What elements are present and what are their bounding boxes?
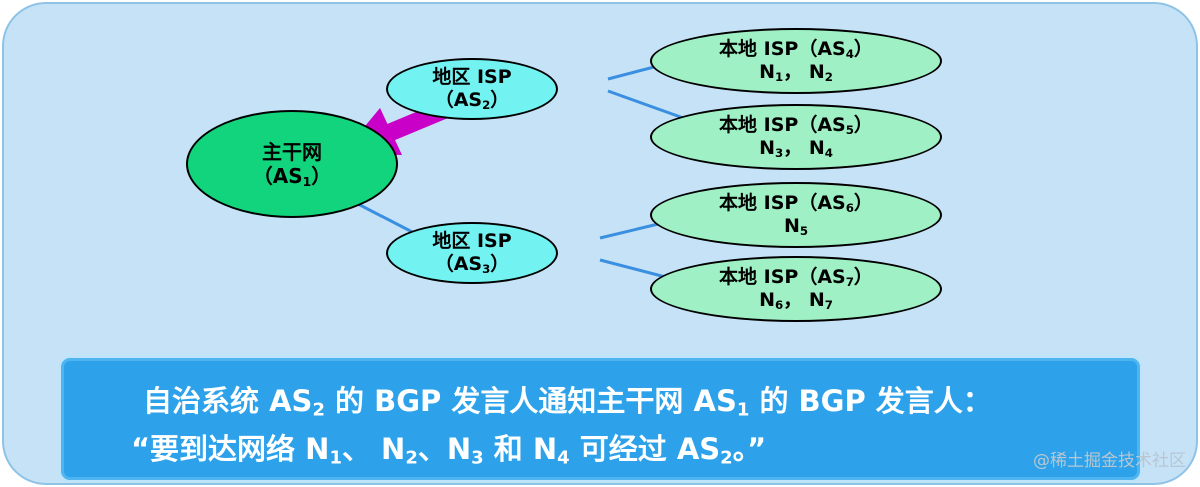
local-isp-label: 本地 ISP（AS4） xyxy=(719,38,873,62)
local-networks-label: N6， N7 xyxy=(759,289,833,312)
regional-as-label: （AS3） xyxy=(434,253,510,276)
local-networks-label: N5 xyxy=(783,215,809,238)
local-isp-label: 本地 ISP（AS5） xyxy=(719,114,873,138)
watermark: @稀土掘金技术社区 xyxy=(1033,451,1186,471)
regional-as-label: （AS2） xyxy=(434,89,510,112)
message-line-1: 自治系统 AS2 的 BGP 发言人通知主干网 AS1 的 BGP 发言人： xyxy=(143,384,992,421)
message-line-2: “要到达网络 N1、 N2、N3 和 N4 可经过 AS2。” xyxy=(131,432,767,469)
node-regional-isp-as3: 地区 ISP （AS3） xyxy=(386,222,558,284)
node-regional-isp-as2: 地区 ISP （AS2） xyxy=(386,58,558,120)
node-local-isp-as7: 本地 ISP（AS7） N6， N7 xyxy=(650,256,942,322)
backbone-label: 主干网 xyxy=(262,140,322,164)
local-isp-label: 本地 ISP（AS6） xyxy=(719,192,873,216)
node-local-isp-as6: 本地 ISP（AS6） N5 xyxy=(650,182,942,248)
node-local-isp-as4: 本地 ISP（AS4） N1， N2 xyxy=(650,28,942,94)
local-networks-label: N3， N4 xyxy=(759,137,833,160)
regional-isp-label: 地区 ISP xyxy=(432,66,512,89)
node-backbone-as1: 主干网 （AS1） xyxy=(186,110,398,218)
bgp-message-box: 自治系统 AS2 的 BGP 发言人通知主干网 AS1 的 BGP 发言人： “… xyxy=(58,355,1143,483)
node-local-isp-as5: 本地 ISP（AS5） N3， N4 xyxy=(650,104,942,170)
local-isp-label: 本地 ISP（AS7） xyxy=(719,266,873,290)
regional-isp-label: 地区 ISP xyxy=(432,230,512,253)
local-networks-label: N1， N2 xyxy=(759,61,833,84)
backbone-as-label: （AS1） xyxy=(252,164,332,190)
